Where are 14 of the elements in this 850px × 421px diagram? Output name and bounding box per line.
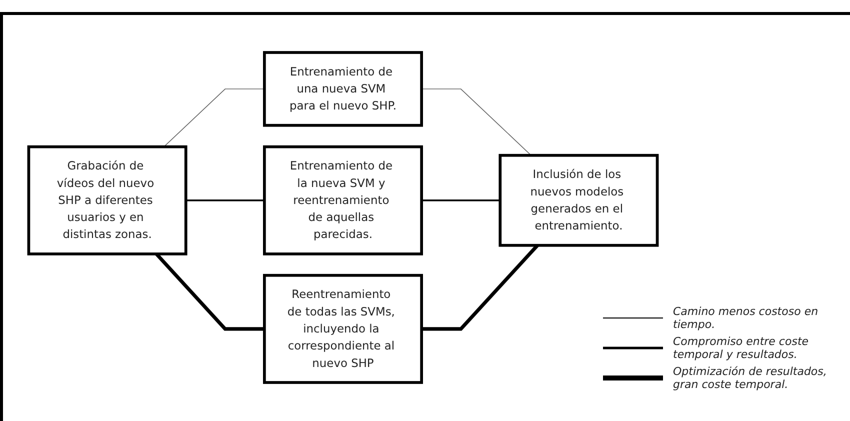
legend-text: Compromiso entre coste temporal y resultados. (673, 335, 810, 361)
connector (421, 88, 532, 156)
legend-text: Camino menos costoso en tiempo. (673, 305, 820, 331)
node-box: Grabación de vídeos del nuevo SHP a diferentes usuarios y en distintas zonas. (27, 145, 188, 256)
node-box: Inclusión de los nuevos modelos generados en el entrenamiento. (498, 154, 659, 247)
node-box: Entrenamiento de la nueva SVM y reentrenamiento de aquellas parecidas. (263, 145, 423, 256)
connector (186, 199, 264, 202)
connector (155, 252, 264, 331)
connector (422, 199, 500, 202)
connector (422, 244, 539, 331)
connector (164, 88, 265, 148)
node-box: Entrenamiento de una nueva SVM para el nuevo SHP. (263, 51, 423, 127)
node-box: Reentrenamiento de todas las SVMs, incluyendo la correspondiente al nuevo SHP (263, 274, 423, 384)
legend-text: Optimización de resultados, gran coste temporal. (673, 365, 828, 391)
